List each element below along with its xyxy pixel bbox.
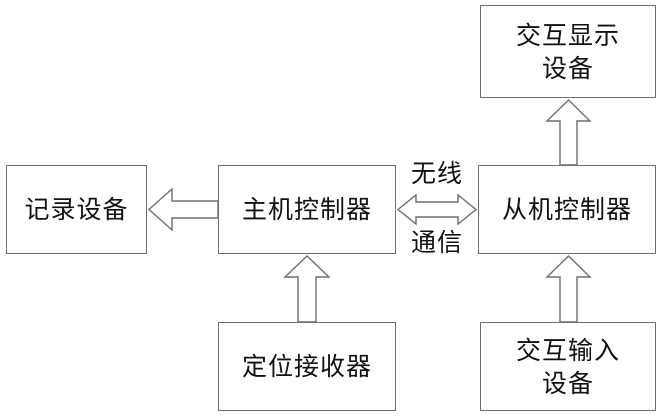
interactive-display-label-line2: 设备 xyxy=(516,52,620,85)
master-controller-box: 主机控制器 xyxy=(218,165,396,254)
interactive-display-text: 交互显示 设备 xyxy=(516,19,620,85)
interactive-input-text: 交互输入 设备 xyxy=(516,334,620,400)
slave-controller-box: 从机控制器 xyxy=(478,165,656,254)
communication-label: 通信 xyxy=(411,228,463,258)
arrow-master-slave-bidirectional xyxy=(398,195,476,224)
wireless-label: 无线 xyxy=(411,159,463,189)
arrow-receiver-to-master xyxy=(285,256,329,322)
positioning-receiver-box: 定位接收器 xyxy=(218,322,396,411)
interactive-display-label-line1: 交互显示 xyxy=(516,19,620,52)
arrow-slave-to-display xyxy=(547,100,590,165)
positioning-receiver-label: 定位接收器 xyxy=(242,350,372,383)
record-device-label: 记录设备 xyxy=(24,193,128,226)
master-controller-label: 主机控制器 xyxy=(242,193,372,226)
record-device-box: 记录设备 xyxy=(6,165,147,254)
arrow-input-to-slave xyxy=(547,256,590,322)
arrow-master-to-record xyxy=(149,189,218,230)
interactive-display-box: 交互显示 设备 xyxy=(480,5,656,98)
interactive-input-label-line2: 设备 xyxy=(516,367,620,400)
interactive-input-box: 交互输入 设备 xyxy=(480,322,656,411)
interactive-input-label-line1: 交互输入 xyxy=(516,334,620,367)
slave-controller-label: 从机控制器 xyxy=(502,193,632,226)
